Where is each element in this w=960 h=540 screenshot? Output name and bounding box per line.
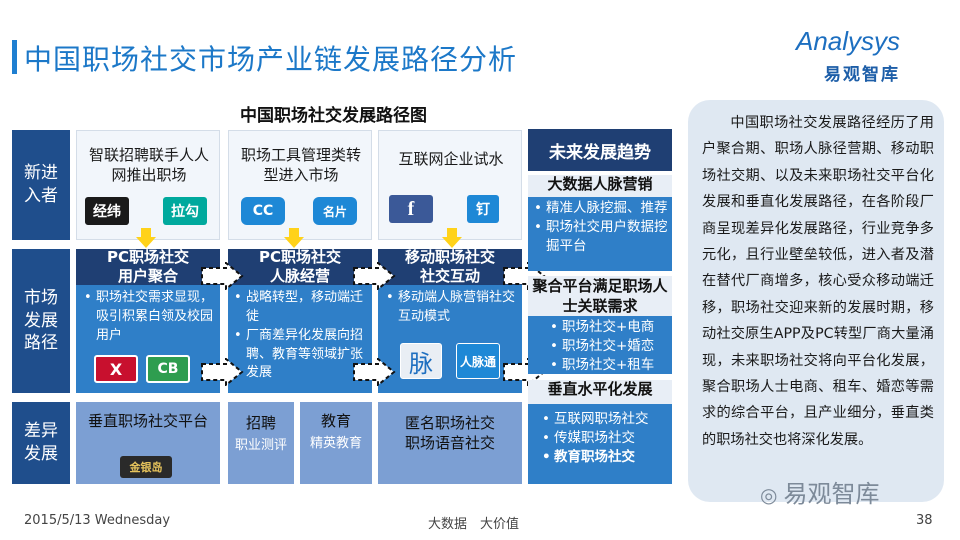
trend-items: 职场社交+电商 职场社交+婚恋 职场社交+租车 <box>550 318 670 375</box>
logo-english: Analysys <box>796 26 901 56</box>
diff-box-4: 匿名职场社交职场语音社交 <box>378 402 522 484</box>
renmaitong-icon: 人脉通 <box>456 343 500 379</box>
diff-subtext: 精英教育 <box>309 436 362 451</box>
jinyindao-icon: 金银岛 <box>120 456 172 478</box>
path-head: PC职场社交用户聚合 <box>76 248 220 285</box>
down-arrow-icon <box>136 228 156 248</box>
diff-text: 垂直职场社交平台 <box>87 412 208 430</box>
jingwei-icon: 经纬 <box>85 197 129 225</box>
down-arrow-icon <box>284 228 304 248</box>
page-title: 中国职场社交市场产业链发展路径分析 <box>24 43 518 76</box>
dashed-right-arrow-icon <box>353 358 396 386</box>
path-box-1: PC职场社交用户聚合 职场社交需求显现，吸引积累白领及校园用户 X CB <box>76 248 220 393</box>
trend-box-1: 大数据人脉营销 精准人脉挖掘、推荐 职场社交用户数据挖掘平台 <box>528 175 672 271</box>
trend-items: 精准人脉挖掘、推荐 职场社交用户数据挖掘平台 <box>534 199 670 256</box>
path-head-label: 移动职场社交社交互动 <box>404 248 495 285</box>
title-accent-bar <box>12 40 17 74</box>
trend-item: 互联网职场社交 <box>542 410 670 429</box>
row-head-label: 差异发展 <box>24 421 58 464</box>
trend-box-3: 垂直水平化发展 互联网职场社交 传媒职场社交 教育职场社交 <box>528 380 672 484</box>
entrant-text: 职场工具管理类转型进入市场 <box>240 146 361 185</box>
diff-subtext: 职业测评 <box>234 438 287 453</box>
trends-head: 未来发展趋势 <box>528 129 672 171</box>
path-bullet: 厂商差异化发展向招聘、教育等领域扩张发展 <box>234 327 370 384</box>
summary-text: 中国职场社交发展路径经历了用户聚合期、职场人脉径营期、移动职场社交期、以及未来职… <box>702 115 934 448</box>
path-bullet: 职场社交需求显现，吸引积累白领及校园用户 <box>84 289 216 346</box>
dingtalk-icon: 钉 <box>467 195 499 223</box>
trend-items: 互联网职场社交 传媒职场社交 教育职场社交 <box>542 410 670 467</box>
facebook-icon: f <box>389 195 433 223</box>
wechat-icon: ◎ <box>760 483 778 507</box>
diff-text: 招聘 <box>245 414 276 432</box>
trend-item: 精准人脉挖掘、推荐 <box>534 199 670 218</box>
summary-panel: 中国职场社交发展路径经历了用户聚合期、职场人脉径营期、移动职场社交期、以及未来职… <box>688 100 944 502</box>
row-head-label: 新进入者 <box>24 163 58 206</box>
dashed-right-arrow-icon <box>201 262 244 290</box>
app-x-icon: X <box>94 355 138 383</box>
trend-item: 职场社交用户数据挖掘平台 <box>534 218 670 256</box>
path-bullets: 移动端人脉营销社交互动模式 <box>386 289 518 327</box>
path-box-2: PC职场社交人脉经营 战略转型，移动端迁徙 厂商差异化发展向招聘、教育等领域扩张… <box>228 248 372 393</box>
diff-box-2: 招聘 职业测评 <box>228 402 294 484</box>
footer-slogan: 大数据 大价值 <box>428 517 520 532</box>
path-head: 移动职场社交社交互动 <box>378 248 522 285</box>
diagram-title: 中国职场社交发展路径图 <box>240 106 427 126</box>
path-box-3: 移动职场社交社交互动 移动端人脉营销社交互动模式 脉 人脉通 <box>378 248 522 393</box>
entrant-box-2: 职场工具管理类转型进入市场 CC 名片 <box>228 130 372 240</box>
page-number: 38 <box>916 513 933 528</box>
row-head-market-path: 市场发展路径 <box>12 249 70 393</box>
path-head: PC职场社交人脉经营 <box>228 248 372 285</box>
trend-item: 职场社交+租车 <box>550 356 670 375</box>
trend-item: 传媒职场社交 <box>542 429 670 448</box>
entrant-text: 智联招聘联手人人网推出职场 <box>88 146 209 185</box>
analysys-logo: Analysys 易观智库 <box>796 26 936 88</box>
row-head-diff: 差异发展 <box>12 402 70 484</box>
trend-item: 职场社交+电商 <box>550 318 670 337</box>
dashed-right-arrow-icon <box>353 262 396 290</box>
footer-date: 2015/5/13 Wednesday <box>24 513 171 528</box>
trend-item: 职场社交+婚恋 <box>550 337 670 356</box>
trend-title: 聚合平台满足职场人士关联需求 <box>528 276 672 316</box>
dashed-right-arrow-icon <box>201 358 244 386</box>
path-bullets: 战略转型，移动端迁徙 厂商差异化发展向招聘、教育等领域扩张发展 <box>234 289 370 383</box>
row-head-label: 市场发展路径 <box>24 287 58 354</box>
trend-item: 教育职场社交 <box>542 448 670 467</box>
cc-icon: CC <box>241 197 285 225</box>
diff-text: 匿名职场社交职场语音社交 <box>404 414 495 452</box>
path-head-label: PC职场社交用户聚合 <box>106 248 189 285</box>
down-arrow-icon <box>442 228 462 248</box>
mai-icon: 脉 <box>400 343 442 379</box>
app-cb-icon: CB <box>146 355 190 383</box>
trend-box-2: 聚合平台满足职场人士关联需求 职场社交+电商 职场社交+婚恋 职场社交+租车 <box>528 276 672 375</box>
namecard-icon: 名片 <box>313 197 357 225</box>
path-bullet: 战略转型，移动端迁徙 <box>234 289 370 327</box>
entrant-text: 互联网企业试水 <box>398 150 504 168</box>
wechat-watermark: ◎易观智库 <box>760 474 879 509</box>
trend-title: 垂直水平化发展 <box>528 380 672 404</box>
lagou-icon: 拉勾 <box>163 197 207 225</box>
diff-box-3: 教育 精英教育 <box>300 402 372 484</box>
logo-chinese: 易观智库 <box>824 65 900 85</box>
trend-title: 大数据人脉营销 <box>528 175 672 197</box>
path-bullets: 职场社交需求显现，吸引积累白领及校园用户 <box>84 289 216 346</box>
entrant-box-1: 智联招聘联手人人网推出职场 经纬 拉勾 <box>76 130 220 240</box>
watermark-text: 易观智库 <box>783 480 880 508</box>
diff-box-1: 垂直职场社交平台 金银岛 <box>76 402 220 484</box>
entrant-box-3: 互联网企业试水 f 钉 <box>378 130 522 240</box>
diff-text: 教育 <box>320 412 351 430</box>
path-bullet: 移动端人脉营销社交互动模式 <box>386 289 518 327</box>
row-head-new-entrants: 新进入者 <box>12 130 70 240</box>
path-head-label: PC职场社交人脉经营 <box>258 248 341 285</box>
